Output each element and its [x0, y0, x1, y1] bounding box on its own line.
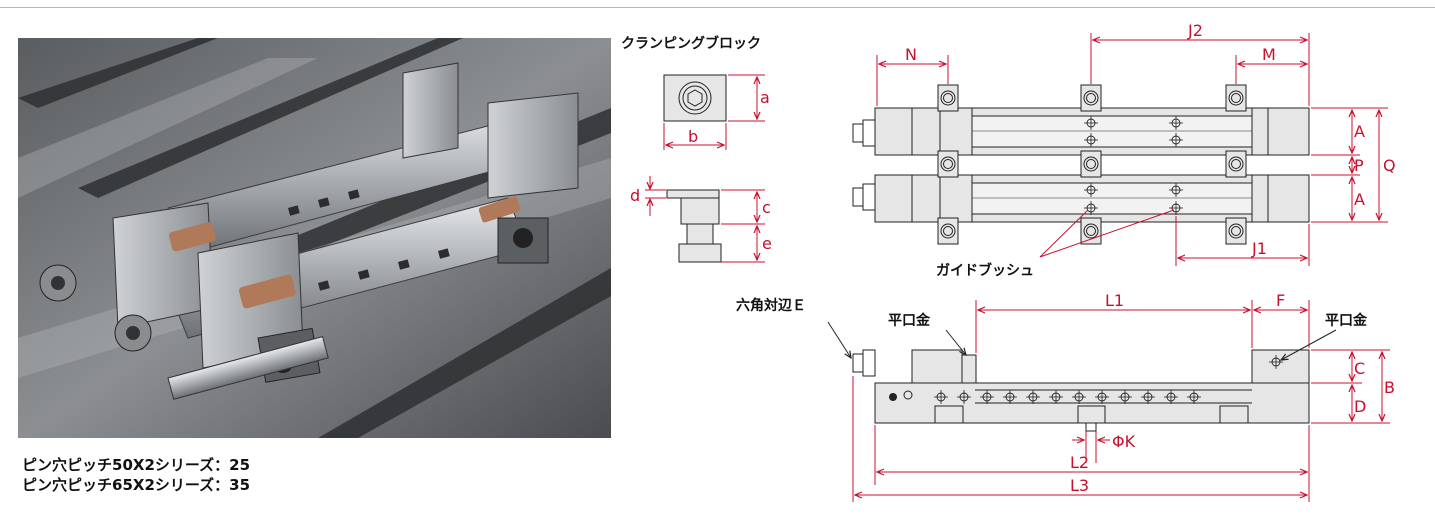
- dim-d-small: d: [630, 186, 640, 205]
- dim-a: a: [760, 88, 770, 107]
- dim-N: N: [905, 45, 917, 64]
- dim-F: F: [1276, 291, 1285, 310]
- dim-b: b: [688, 127, 698, 146]
- top-view: [852, 84, 1310, 245]
- dim-c-small: c: [762, 198, 771, 217]
- dim-B: B: [1384, 378, 1395, 397]
- label-flat-jaw-left: 平口金: [888, 312, 931, 329]
- dim-J2: J2: [1187, 21, 1203, 40]
- dim-P: P: [1354, 156, 1364, 175]
- clamping-block-side-view: [666, 189, 722, 263]
- dim-D: D: [1354, 397, 1366, 416]
- dim-J1: J1: [1251, 239, 1267, 258]
- dim-L2: L2: [1070, 453, 1089, 472]
- dim-K: ΦK: [1112, 432, 1136, 451]
- dim-e: e: [762, 234, 772, 253]
- label-flat-jaw-right: 平口金: [1325, 312, 1368, 329]
- dim-M: M: [1262, 45, 1276, 64]
- top-divider: [0, 7, 1435, 8]
- dim-L1: L1: [1105, 291, 1124, 310]
- dim-A-bottom: A: [1354, 190, 1365, 209]
- dim-A-top: A: [1354, 122, 1365, 141]
- label-hex-across-flats: 六角対辺Ｅ: [736, 297, 806, 314]
- dim-C: C: [1354, 359, 1365, 378]
- label-clamping-block: クランピングブロック: [621, 35, 761, 52]
- side-view: [852, 349, 1310, 432]
- caption-pitch-50x2: ピン穴ピッチ50X2シリーズ：25: [22, 456, 251, 474]
- clamping-block-top-view: [663, 74, 727, 122]
- label-guide-bush: ガイドブッシュ: [936, 262, 1034, 279]
- product-photo: [18, 38, 611, 438]
- dim-Q: Q: [1383, 156, 1396, 175]
- caption-pitch-65x2: ピン穴ピッチ65X2シリーズ：35: [22, 476, 251, 494]
- dim-L3: L3: [1070, 476, 1089, 495]
